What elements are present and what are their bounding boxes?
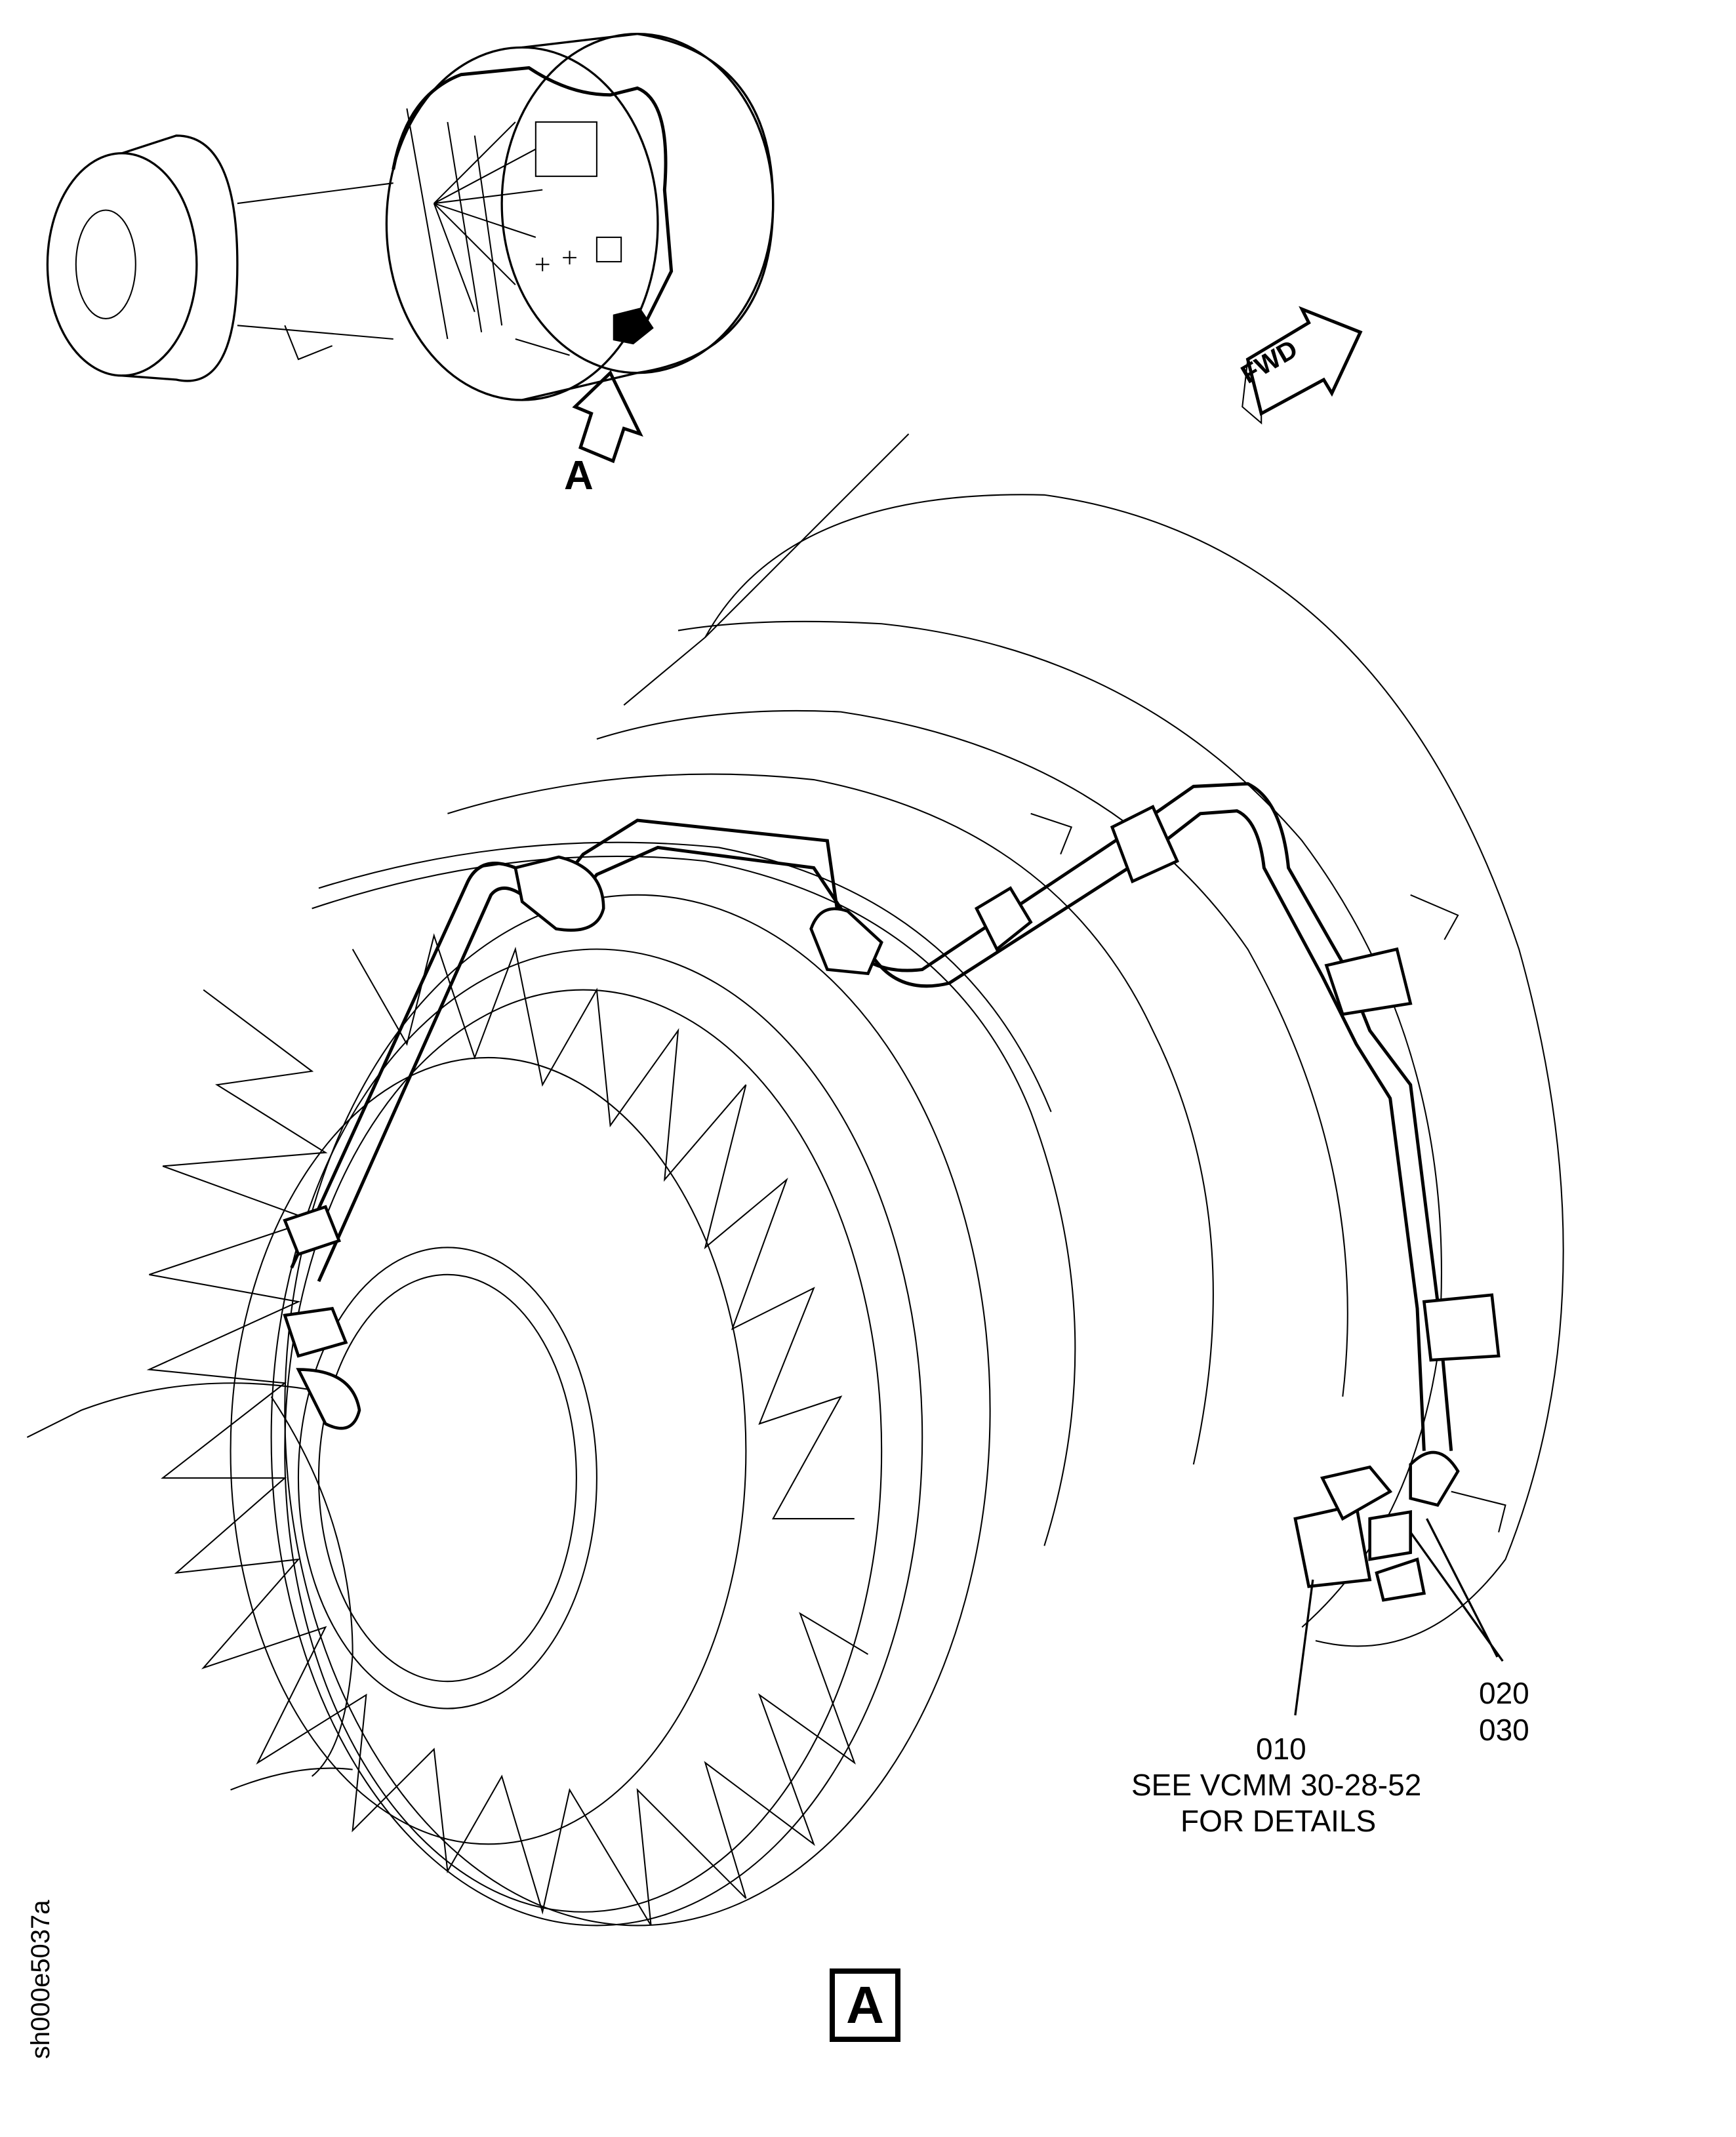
engine-overview-inset (46, 33, 775, 401)
view-label: A (846, 1976, 884, 2034)
engine-detail-view (26, 433, 1564, 1927)
view-arrow-label: A (564, 453, 594, 498)
view-arrow-icon (572, 370, 643, 464)
callout-010-note-line1: SEE VCMM 30-28-52 (1131, 1768, 1422, 1802)
callout-010-note-line2: FOR DETAILS (1181, 1804, 1377, 1838)
view-label-box: A (830, 1968, 900, 2042)
callout-010: 010 (1256, 1732, 1306, 1766)
forward-direction-arrow-icon (1241, 306, 1363, 425)
callout-020: 020 (1479, 1676, 1529, 1710)
callout-030: 030 (1479, 1713, 1529, 1747)
leader-line-010 (1294, 1579, 1314, 1716)
valve-assembly (1293, 1450, 1460, 1602)
sheet-id: sh000e5037a (26, 1900, 55, 2059)
leader-line-020-030 (1409, 1518, 1504, 1662)
